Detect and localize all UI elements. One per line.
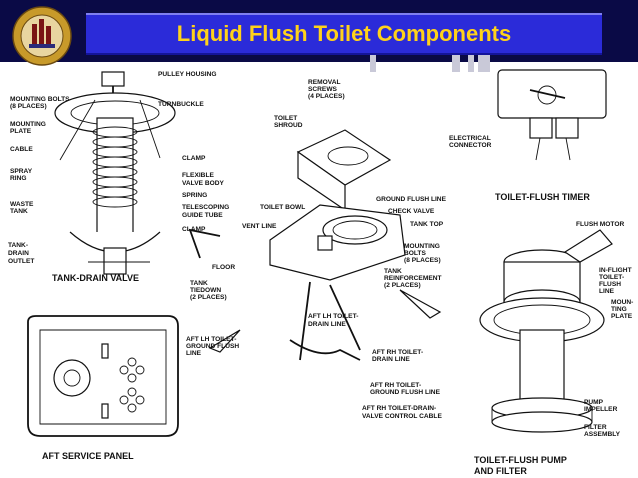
label-inflight-3: FLUSH [599, 281, 621, 288]
label-flush-motor: FLUSH MOTOR [576, 221, 624, 228]
label-pump-mounting-plate-2: TING [611, 306, 627, 313]
label-floor: FLOOR [212, 264, 235, 271]
label-aft-rh-flush-1: AFT RH TOILET- [370, 382, 421, 389]
label-removal-screws-3: (4 PLACES) [308, 93, 345, 100]
label-filter-assembly-2: ASSEMBLY [584, 431, 621, 438]
slide-title: Liquid Flush Toilet Components [176, 21, 512, 46]
label-inflight-4: LINE [599, 288, 615, 295]
label-toilet-bowl: TOILET BOWL [260, 204, 305, 211]
label-telescoping-1: TELESCOPING [182, 204, 229, 211]
label-mounting-bolts-center-3: (8 PLACES) [404, 257, 441, 264]
university-emblem-icon [12, 6, 72, 66]
label-flexible-valve-body-2: VALVE BODY [182, 180, 224, 187]
label-tank-reinforcement-2: REINFORCEMENT [384, 275, 442, 282]
label-inflight-2: TOILET- [599, 274, 624, 281]
label-pump-mounting-plate-1: MOUN- [611, 299, 633, 306]
label-tank-drain-outlet-1: TANK- [8, 242, 28, 249]
label-tank-drain-outlet-2: DRAIN [8, 250, 29, 257]
label-tank-drain-outlet-3: OUTLET [8, 258, 34, 265]
label-check-valve: CHECK VALVE [388, 208, 435, 215]
label-inflight-1: IN-FLIGHT [599, 267, 632, 274]
toilet-assembly-illustration [188, 129, 442, 361]
label-tank-reinforcement-1: TANK [384, 268, 402, 275]
flush-timer-illustration [497, 69, 607, 161]
label-waste-tank-2: TANK [10, 208, 28, 215]
label-aft-rh-valve-1: AFT RH TOILET-DRAIN- [362, 405, 436, 412]
label-telescoping-2: GUIDE TUBE [182, 212, 223, 219]
label-aft-lh-drain-1: AFT LH TOILET- [308, 313, 358, 320]
label-electrical-connector-2: CONNECTOR [449, 142, 492, 149]
label-spray-ring-1: SPRAY [10, 168, 33, 175]
label-cable: CABLE [10, 146, 33, 153]
caption-aft-service-panel: AFT SERVICE PANEL [42, 451, 134, 461]
label-tank-top: TANK TOP [410, 221, 444, 228]
tank-drain-valve-illustration [54, 71, 176, 275]
label-waste-tank-1: WASTE [10, 201, 34, 208]
label-removal-screws-1: REMOVAL [308, 79, 340, 86]
label-electrical-connector-1: ELECTRICAL [449, 135, 491, 142]
label-flexible-valve-body-1: FLEXIBLE [182, 172, 214, 179]
label-toilet-shroud-2: SHROUD [274, 122, 303, 129]
aft-service-panel-illustration [27, 315, 179, 437]
label-pump-impeller-2: IMPELLER [584, 406, 618, 413]
label-pump-impeller-1: PUMP [584, 399, 604, 406]
label-tank-reinforcement-3: (2 PLACES) [384, 282, 421, 289]
label-aft-rh-drain-2: DRAIN LINE [372, 356, 410, 363]
caption-tank-drain-valve: TANK-DRAIN VALVE [52, 273, 139, 283]
label-aft-lh-flush-3: LINE [186, 350, 202, 357]
caption-flush-pump-2: AND FILTER [474, 466, 527, 476]
title-bar: Liquid Flush Toilet Components [86, 13, 602, 55]
label-turnbuckle: TURNBUCKLE [158, 101, 204, 108]
label-tank-tiedown-2: TIEDOWN [190, 287, 221, 294]
caption-flush-pump-1: TOILET-FLUSH PUMP [474, 455, 567, 465]
label-pump-mounting-plate-3: PLATE [611, 313, 633, 320]
label-mounting-bolts: MOUNTING BOLTS [10, 96, 70, 103]
label-spray-ring-2: RING [10, 175, 26, 182]
label-tank-tiedown-1: TANK [190, 280, 208, 287]
label-removal-screws-2: SCREWS [308, 86, 338, 93]
label-mounting-bolts-center-1: MOUNTING [404, 243, 440, 250]
label-aft-lh-drain-2: DRAIN LINE [308, 321, 346, 328]
label-mounting-plate-1: MOUNTING [10, 121, 46, 128]
label-ground-flush-line: GROUND FLUSH LINE [376, 196, 447, 203]
label-aft-lh-flush-2: GROUND FLUSH [186, 343, 239, 350]
label-mounting-plate-2: PLATE [10, 128, 32, 135]
label-aft-lh-flush-1: AFT LH TOILET- [186, 336, 236, 343]
label-vent-line: VENT LINE [242, 223, 277, 230]
label-toilet-shroud-1: TOILET [274, 115, 297, 122]
label-mounting-bolts-center-2: BOLTS [404, 250, 426, 257]
label-clamp-top: CLAMP [182, 155, 206, 162]
label-mounting-bolts-count: (8 PLACES) [10, 103, 47, 110]
label-aft-rh-flush-2: GROUND FLUSH LINE [370, 389, 441, 396]
flush-pump-illustration [479, 229, 613, 433]
toilet-components-diagram: PULLEY HOUSING MOUNTING BOLTS (8 PLACES)… [8, 69, 633, 476]
label-tank-tiedown-3: (2 PLACES) [190, 294, 227, 301]
label-pulley-housing: PULLEY HOUSING [158, 71, 217, 78]
label-aft-rh-valve-2: VALVE CONTROL CABLE [362, 413, 442, 420]
label-filter-assembly-1: FILTER [584, 424, 607, 431]
label-spring: SPRING [182, 192, 207, 199]
label-clamp-bottom: CLAMP [182, 226, 206, 233]
label-aft-rh-drain-1: AFT RH TOILET- [372, 349, 423, 356]
caption-toilet-flush-timer: TOILET-FLUSH TIMER [495, 192, 590, 202]
